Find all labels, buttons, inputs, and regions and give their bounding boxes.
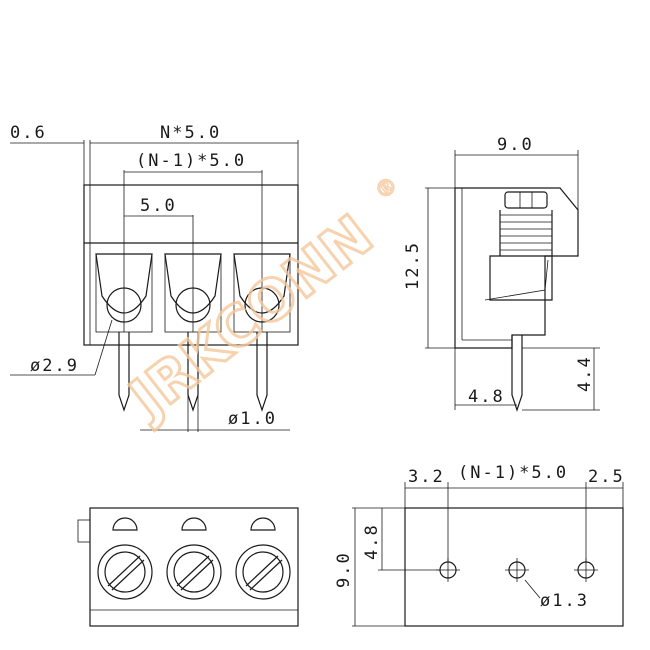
dim-pin-dia-label: ø1.0	[228, 409, 277, 429]
top-view	[77, 507, 299, 627]
pcb-dim-height-label: 9.0	[334, 551, 354, 588]
dim-inner-label: (N-1)*5.0	[136, 151, 246, 171]
front-pins	[118, 170, 268, 412]
side-body-outline	[454, 187, 579, 349]
dim-pin-len-label: 4.4	[575, 355, 595, 392]
dim-height-label: 12.5	[403, 241, 423, 290]
top-body-outline	[89, 507, 299, 627]
screw-heads	[97, 544, 291, 600]
pcb-dim-right-label: 2.5	[588, 467, 625, 487]
front-view: 0.6 N*5.0 (N-1)*5.0 5.0 ø2.9 ø1.0	[10, 123, 299, 432]
dim-width-label: 9.0	[497, 135, 534, 155]
side-view: 9.0 12.5 4.4 4.8	[403, 135, 600, 412]
dim-hole-dia-label: ø2.9	[30, 356, 79, 376]
watermark-brand: JRKCONN	[115, 203, 385, 434]
pcb-dim-left-label: 3.2	[408, 467, 445, 487]
pcb-dim-inner-label: (N-1)*5.0	[458, 463, 568, 483]
watermark-registered: ®	[370, 172, 403, 205]
dim-wall-label: 0.6	[10, 123, 47, 143]
pcb-hole-dia-label: ø1.3	[540, 591, 589, 611]
pcb-dim-hole-row-label: 4.8	[362, 523, 382, 560]
pcb-body-outline	[404, 507, 624, 627]
dim-pitch-label: 5.0	[140, 196, 177, 216]
front-body-outline	[83, 184, 299, 346]
dim-pin-offset-label: 4.8	[468, 387, 505, 407]
pcb-holes	[436, 558, 598, 582]
pcb-view: 3.2 (N-1)*5.0 2.5 9.0 4.8 ø1.3	[334, 463, 625, 627]
dim-total-label: N*5.0	[160, 123, 221, 143]
